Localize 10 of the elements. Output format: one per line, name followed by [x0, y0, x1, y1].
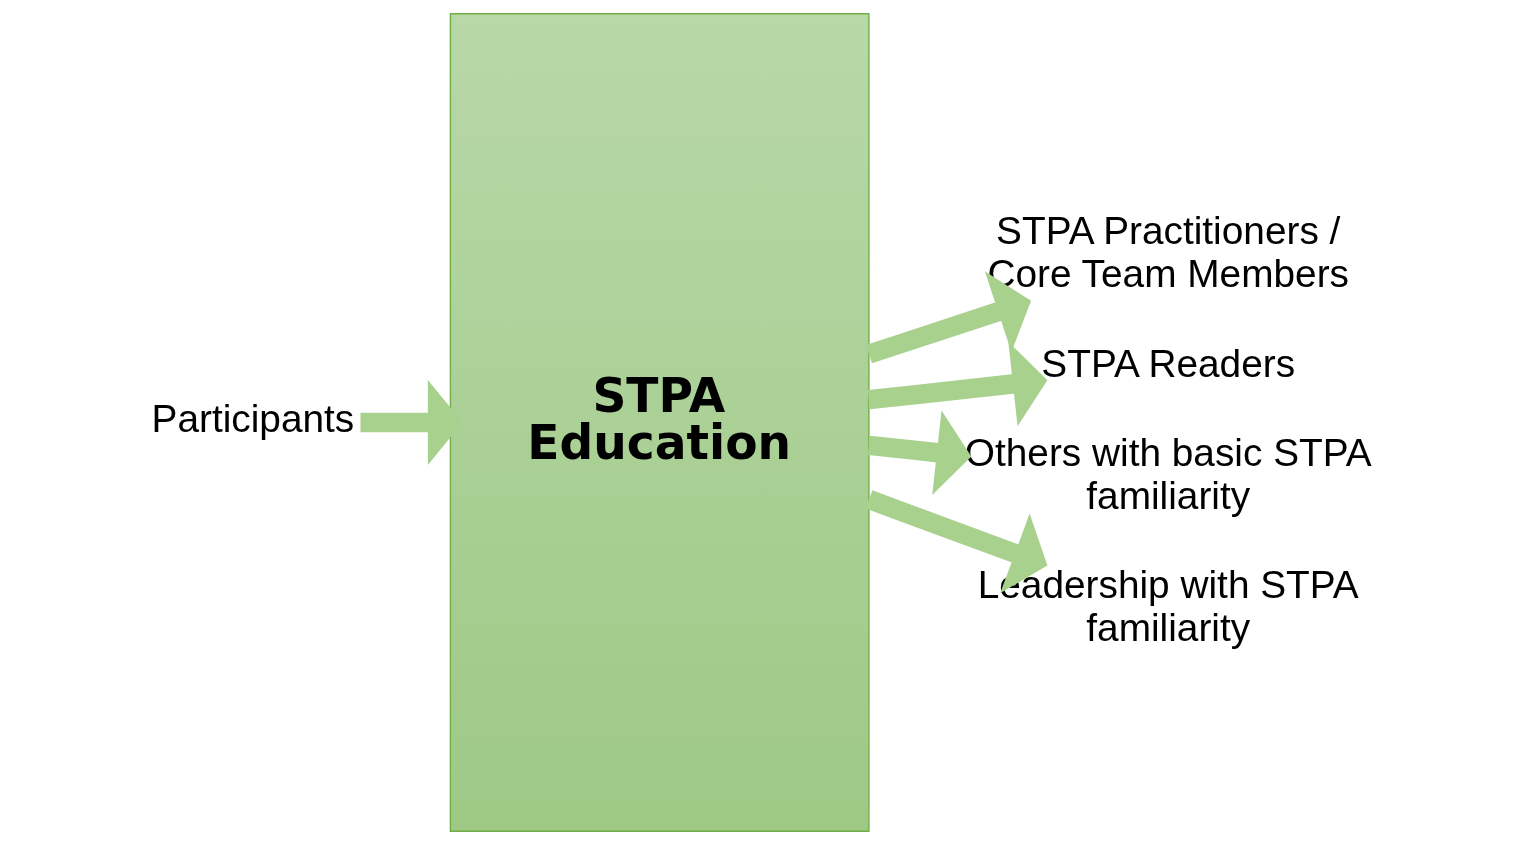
arrow [867, 341, 1047, 427]
arrow [867, 410, 971, 495]
node-text: Others with basic STPA familiarity [964, 431, 1372, 517]
arrow [865, 490, 1047, 594]
arrow [865, 271, 1031, 364]
node-box: STPA Education [449, 13, 870, 832]
node-text: Participants [151, 397, 354, 441]
node-text: Leadership with STPA familiarity [977, 562, 1359, 649]
node-text: STPA Readers [1040, 341, 1295, 385]
arrow [359, 380, 463, 465]
